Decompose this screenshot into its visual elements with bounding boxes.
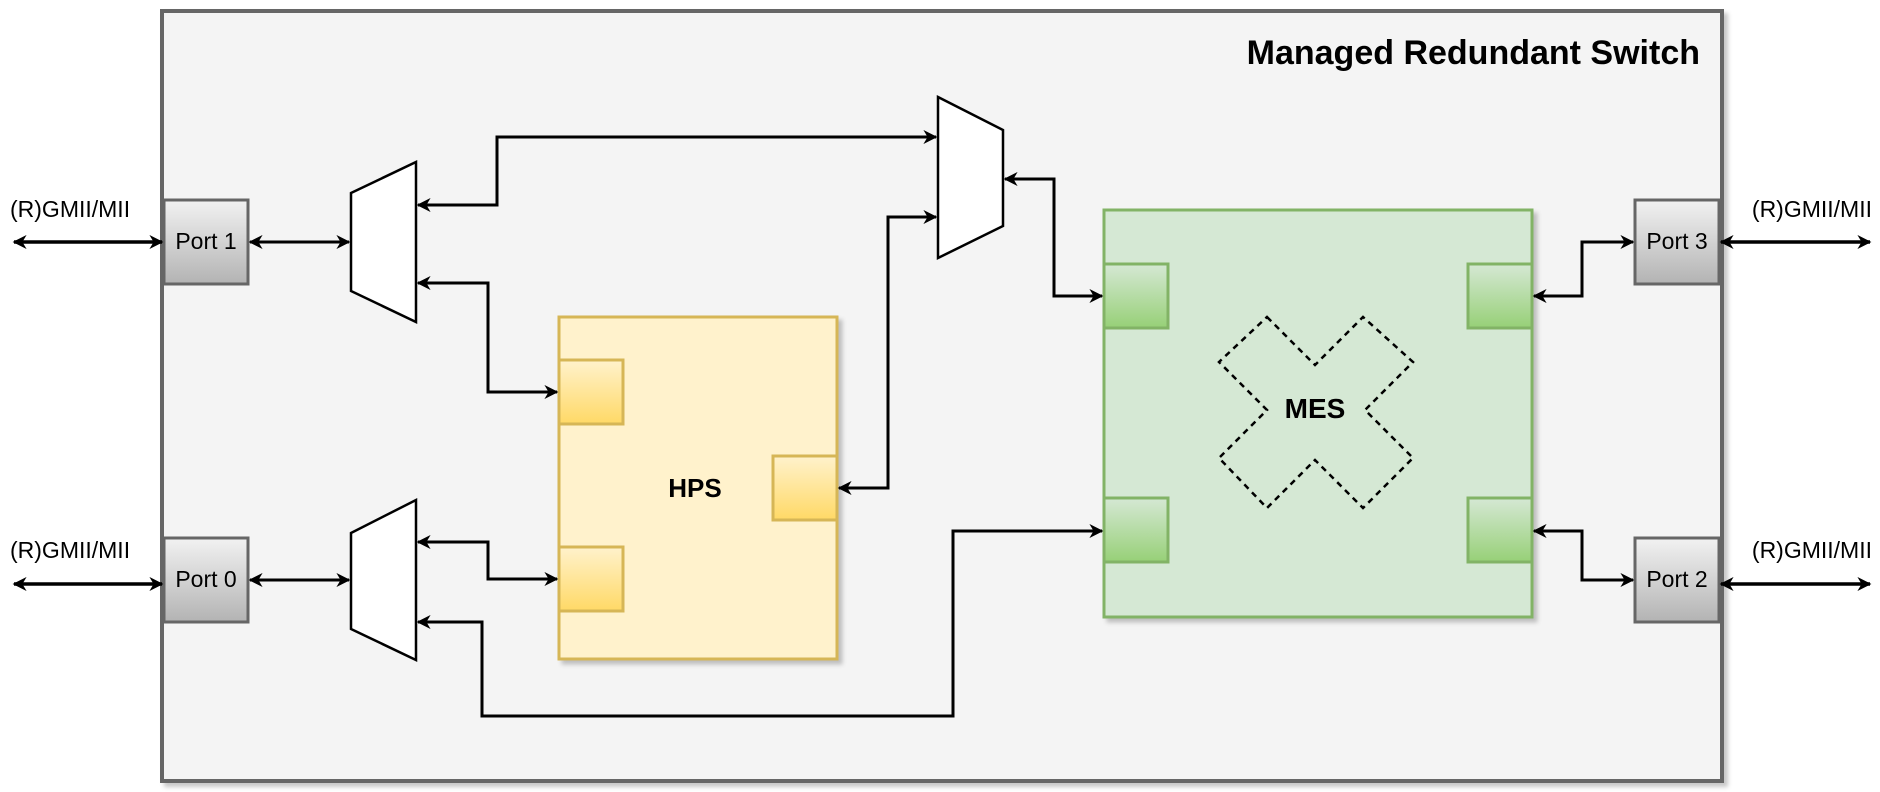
port-3-label: Port 3 — [1646, 228, 1707, 254]
interface-label-port2: (R)GMII/MII — [1752, 537, 1872, 563]
hps-port-top — [557, 358, 625, 426]
mes-port-top-left — [1102, 262, 1170, 330]
link-hps-right-muxtop — [837, 210, 938, 495]
hps-port-bottom — [557, 545, 625, 613]
port-2-label: Port 2 — [1646, 566, 1707, 592]
port-1[interactable] — [162, 198, 250, 286]
mes-label: MES — [1285, 393, 1346, 424]
port-2[interactable] — [1633, 536, 1721, 624]
mes-port-bottom-right — [1466, 496, 1534, 564]
hps-label: HPS — [668, 473, 721, 503]
mes-port-bottom-left — [1102, 496, 1170, 564]
mes-port-top-right — [1466, 262, 1534, 330]
diagram-title: Managed Redundant Switch — [1247, 34, 1700, 72]
mux-port1 — [349, 160, 418, 324]
mes-block — [1102, 208, 1534, 619]
interface-label-port1: (R)GMII/MII — [10, 196, 130, 222]
mux-top — [936, 94, 1005, 261]
port-3[interactable] — [1633, 198, 1721, 286]
link-mux1-hps-top — [416, 276, 559, 399]
link-mux0-mes-bottom — [416, 524, 1104, 718]
port-0[interactable] — [162, 536, 250, 624]
hps-port-right — [771, 454, 839, 522]
link-mux1-muxtop — [416, 130, 938, 212]
port-1-label: Port 1 — [175, 228, 236, 254]
interface-label-port0: (R)GMII/MII — [10, 537, 130, 563]
mux-port0 — [349, 497, 418, 662]
crossbar-icon — [1217, 315, 1415, 510]
port-0-label: Port 0 — [175, 566, 236, 592]
link-muxtop-mes-top — [1003, 172, 1104, 303]
link-mes-port2 — [1532, 524, 1635, 587]
link-mes-port3 — [1532, 235, 1635, 303]
interface-label-port3: (R)GMII/MII — [1752, 196, 1872, 222]
